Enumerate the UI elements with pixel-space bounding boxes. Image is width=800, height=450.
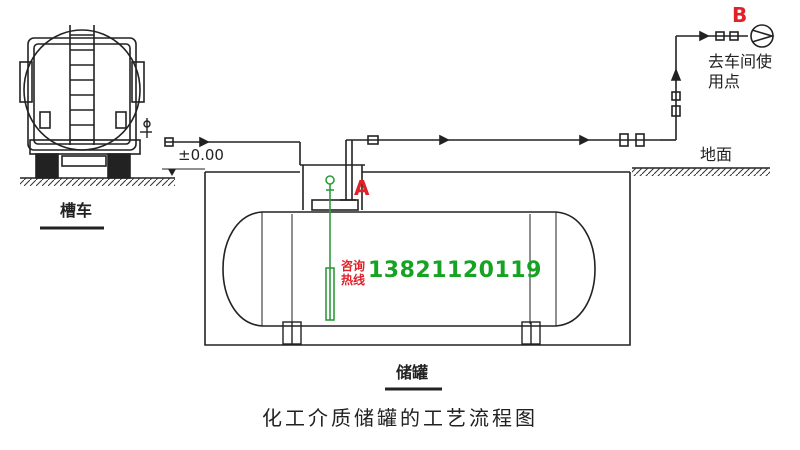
elevation-label: ±0.00 [178,146,224,164]
tank-truck [19,25,145,179]
pump-icon [750,24,775,48]
fill-pipeline [164,136,301,165]
truck-outlet-valve [140,118,152,138]
destination-label: 去车间使用点 [708,52,773,91]
tank-label: 储罐 [396,363,429,382]
ground-right [632,167,770,176]
submersible-pump [325,175,335,321]
elevation-marker [162,168,205,176]
tank-saddle-right [521,321,541,345]
diagram-title: 化工介质储罐的工艺流程图 [262,406,538,430]
supply-pipeline [346,30,748,147]
point-a-marker: A [354,176,370,200]
manhole [300,164,365,211]
ground-left [20,177,175,186]
point-b-marker: B [732,3,748,27]
hotline-phone: 13821120119 [368,258,542,283]
ground-label: 地面 [700,145,733,164]
hotline-label: 咨询热线 [340,259,365,287]
tank-pit [204,172,631,346]
truck-label: 槽车 [60,201,93,220]
inlet-downpipe [340,140,356,201]
tank-saddle-left [282,321,302,345]
